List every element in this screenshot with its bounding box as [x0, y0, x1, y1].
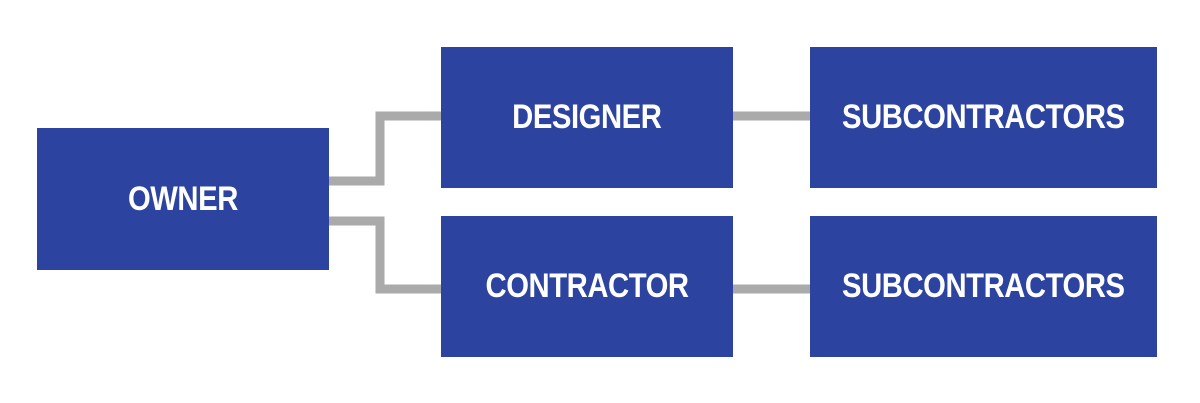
- owner-box: OWNER: [37, 128, 329, 270]
- subcontractors-top-box: SUBCONTRACTORS: [810, 47, 1157, 188]
- connector-owner-designer: [329, 111, 441, 186]
- designer-label: DESIGNER: [512, 98, 662, 136]
- subcontractors-top-label: SUBCONTRACTORS: [842, 98, 1125, 136]
- contractor-box: CONTRACTOR: [441, 216, 733, 357]
- subcontractors-bottom-box: SUBCONTRACTORS: [810, 216, 1157, 357]
- connector-owner-contractor: [329, 216, 441, 294]
- designer-box: DESIGNER: [441, 47, 733, 188]
- owner-label: OWNER: [128, 179, 238, 218]
- contractor-label: CONTRACTOR: [485, 267, 689, 305]
- subcontractors-bottom-label: SUBCONTRACTORS: [842, 267, 1125, 305]
